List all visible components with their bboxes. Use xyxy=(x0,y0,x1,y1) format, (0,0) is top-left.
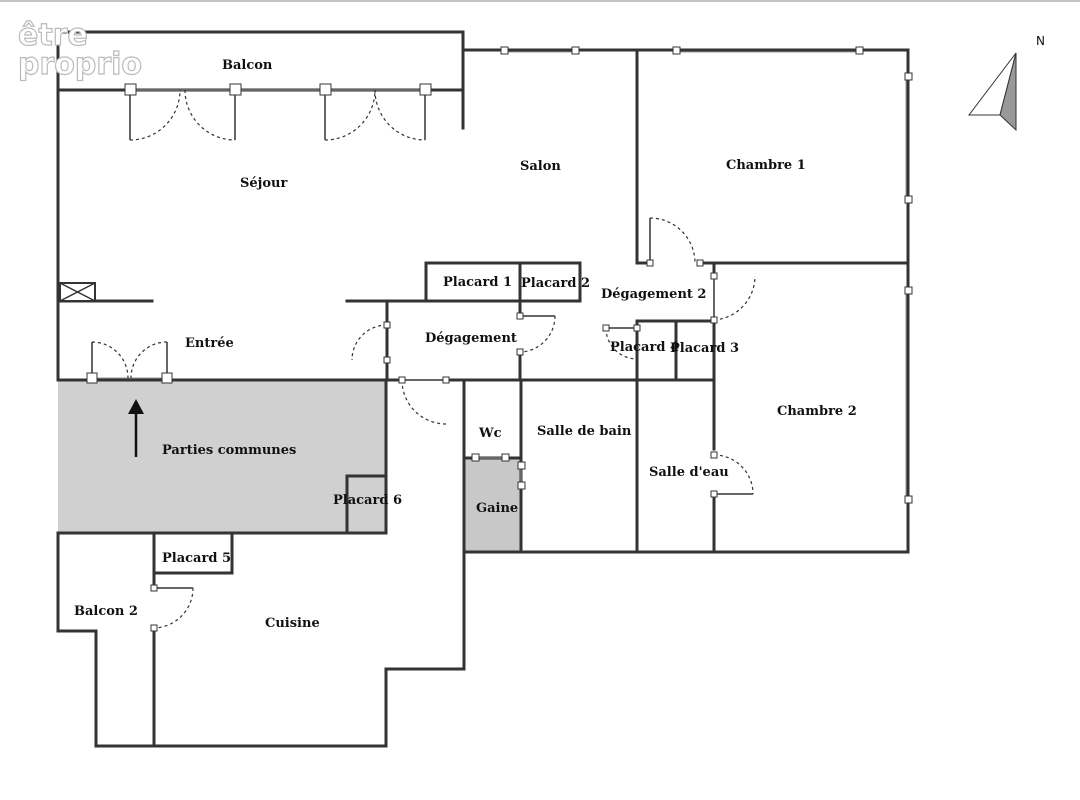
label-salon: Salon xyxy=(520,159,561,174)
jamb-markers xyxy=(86,46,913,632)
logo-line1: être xyxy=(18,18,88,53)
label-salle-de-bain: Salle de bain xyxy=(537,424,632,439)
label-chambre1: Chambre 1 xyxy=(726,158,806,173)
logo-line2: proprio xyxy=(18,47,142,82)
label-balcon2: Balcon 2 xyxy=(74,604,138,619)
label-gaine: Gaine xyxy=(476,501,518,516)
gaine-area xyxy=(464,458,521,552)
label-parties-communes: Parties communes xyxy=(162,443,296,458)
walls xyxy=(56,30,910,748)
vent-box xyxy=(59,282,96,302)
label-placard1: Placard 1 xyxy=(443,275,512,290)
label-cuisine: Cuisine xyxy=(265,616,320,631)
entrance-arrow-icon xyxy=(128,399,144,457)
label-degagement: Dégagement xyxy=(425,331,517,346)
north-arrow-icon xyxy=(967,52,1017,132)
label-degagement2: Dégagement 2 xyxy=(601,287,706,302)
label-placard4: Placard 4 xyxy=(610,340,679,355)
label-placard6: Placard 6 xyxy=(333,493,402,508)
label-chambre2: Chambre 2 xyxy=(777,404,857,419)
windows xyxy=(92,51,907,500)
label-entree: Entrée xyxy=(185,336,234,351)
label-salle-deau: Salle d'eau xyxy=(649,465,729,480)
label-sejour: Séjour xyxy=(240,176,287,191)
doors xyxy=(91,89,756,629)
label-wc: Wc xyxy=(478,426,502,441)
label-balcon: Balcon xyxy=(222,58,273,73)
north-label: N xyxy=(1036,34,1045,48)
label-placard5: Placard 5 xyxy=(162,551,231,566)
label-placard3: Placard 3 xyxy=(670,341,739,356)
label-placard2: Placard 2 xyxy=(521,276,590,291)
parties-communes-area xyxy=(58,380,386,533)
